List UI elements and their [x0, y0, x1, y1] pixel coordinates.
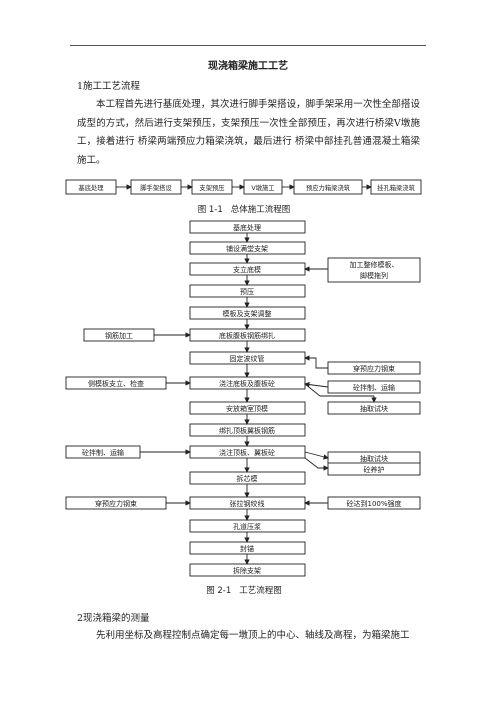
figure-1-1-caption: 图 1-1 总体施工流程图 — [0, 203, 496, 215]
overall-step-4: V墩施工 — [251, 183, 274, 192]
process-right-5: 抽取试块 — [360, 454, 388, 463]
overall-step-1: 基底处理 — [78, 183, 104, 192]
process-step-9: 安放箱室顶模 — [226, 404, 268, 413]
process-step-12: 拆芯模 — [237, 474, 258, 483]
process-side-box — [327, 257, 421, 283]
document-title: 现浇箱梁施工工艺 — [208, 61, 288, 72]
process-step-6: 底板腹板钢筋绑扎 — [219, 331, 275, 340]
process-left-3: 砼拌制、运输 — [82, 448, 124, 457]
figure-1-1-number: 图 1-1 — [197, 205, 223, 215]
process-step-4: 预压 — [240, 287, 254, 296]
process-left-4: 穿预应力钢束 — [95, 499, 137, 508]
figure-1-1-title: 总体施工流程图 — [230, 205, 291, 215]
process-right-2: 穿预应力钢束 — [353, 364, 395, 373]
header-rule — [70, 45, 426, 46]
process-step-2: 铺设满堂支架 — [226, 244, 268, 253]
process-step-14: 孔道压浆 — [233, 522, 261, 531]
figure-2-1-number: 图 2-1 — [206, 586, 232, 596]
process-right-7: 砼达到100%强度 — [346, 499, 401, 508]
process-step-11: 浇注顶板、翼板砼 — [219, 448, 275, 457]
process-right-1a: 加工整修模板、 — [350, 260, 399, 269]
process-right-3: 砼拌制、运输 — [353, 383, 395, 392]
overall-step-2: 脚手架搭设 — [140, 183, 172, 192]
process-flow-chart: 基底处理 铺设满堂支架 支立底模 预压 模板及支架调整 底板腹板钢筋绑扎 固定波… — [65, 220, 421, 577]
overall-step-5: 预应力箱梁浇筑 — [306, 183, 351, 192]
section-1-heading: 1施工工艺流程 — [77, 81, 141, 92]
process-step-10: 绑扎顶板翼板钢筋 — [219, 426, 275, 435]
process-right-1b: 脚模拖列 — [360, 271, 388, 280]
process-step-1: 基底处理 — [233, 223, 261, 232]
process-left-1: 钢筋加工 — [105, 331, 133, 340]
process-step-13: 张拉钢绞线 — [230, 499, 265, 508]
process-right-4: 抽取试块 — [360, 404, 388, 413]
process-step-3: 支立底模 — [233, 265, 261, 274]
figure-2-1-title: 工艺流程图 — [239, 586, 282, 596]
overall-flow-chart: 基底处理 脚手架搭设 支架预压 V墩施工 预应力箱梁浇筑 挂孔箱梁浇筑 — [65, 179, 422, 195]
process-step-8: 浇注底板及腹板砼 — [219, 379, 275, 388]
process-step-15: 封锚 — [240, 544, 254, 553]
section-2-paragraph: 先利用坐标及高程控制点确定每一墩顶上的中心、轴线及高程，为箱梁施工 — [96, 630, 410, 641]
process-step-16: 拆除支架 — [233, 566, 261, 575]
process-step-box — [189, 220, 306, 234]
figure-2-1-caption: 图 2-1 工艺流程图 — [0, 584, 496, 596]
section-2-heading: 2现浇箱梁的测量 — [77, 613, 150, 624]
process-right-6: 砼养护 — [364, 465, 385, 474]
process-step-7: 固定波纹管 — [230, 354, 265, 363]
overall-step-6: 挂孔箱梁浇筑 — [377, 183, 415, 192]
overall-step-3: 支架预压 — [199, 183, 225, 192]
process-step-5: 模板及支架调整 — [223, 309, 272, 318]
process-left-2: 侧模板支立、检查 — [88, 379, 144, 388]
section-1-paragraph: 本工程首先进行基底处理，其次进行脚手架搭设，脚手架采用一次性全部搭设成型的方式，… — [77, 99, 420, 166]
